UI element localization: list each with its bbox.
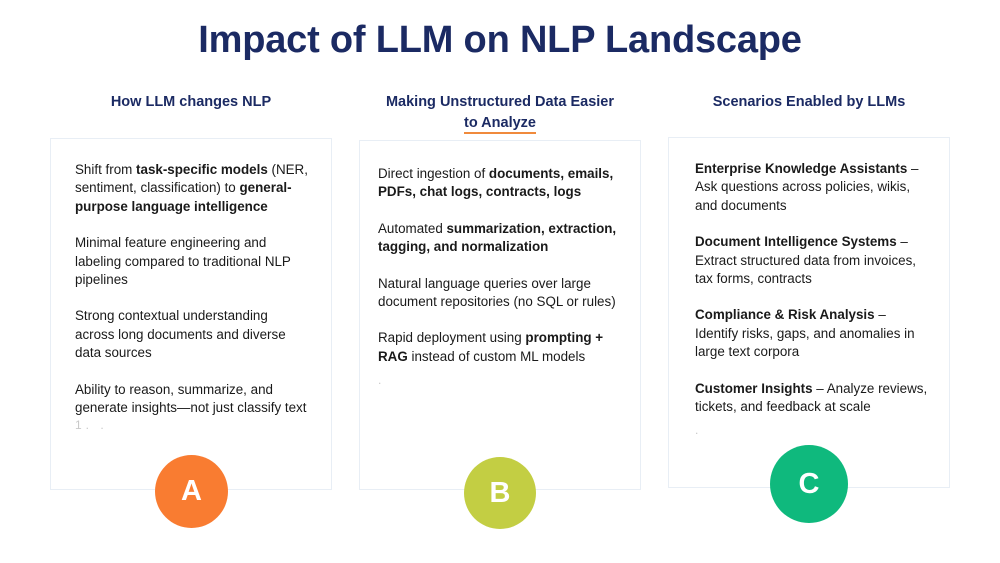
- bullet-paragraph: Ability to reason, summarize, and genera…: [75, 381, 307, 416]
- column-making-unstructured-data-easier-to-analyze: Making Unstructured Data Easier to Analy…: [350, 92, 650, 490]
- bullet-paragraph: Shift from task-specific models (NER, se…: [75, 162, 308, 214]
- page-title: Impact of LLM on NLP Landscape: [198, 19, 802, 61]
- bullet-paragraph: Natural language queries over large docu…: [378, 275, 616, 310]
- stray-list-marker-artifact: .: [695, 423, 699, 438]
- bullet-paragraph: Document Intelligence Systems – Extract …: [695, 234, 917, 287]
- column-heading-0: How LLM changes NLP: [110, 94, 272, 110]
- bullet-paragraph: Customer Insights – Analyze reviews, tic…: [695, 380, 928, 415]
- column-card-1: Direct ingestion of documents, emails, P…: [359, 140, 641, 490]
- stray-list-marker-artifact: 1. .: [75, 418, 108, 433]
- bullet-paragraph: Strong contextual understanding across l…: [75, 308, 286, 361]
- bullet-paragraph: Automated summarization, extraction, tag…: [378, 220, 617, 255]
- column-card-body-2: Enterprise Knowledge Assistants – Ask qu…: [669, 138, 949, 438]
- bullet-paragraph: Enterprise Knowledge Assistants – Ask qu…: [695, 161, 919, 213]
- bullet-paragraph: Minimal feature engineering and labeling…: [75, 235, 291, 288]
- bullet-paragraph: Direct ingestion of documents, emails, P…: [378, 166, 614, 200]
- column-how-llm-changes-nlp: How LLM changes NLP Shift from task-spec…: [41, 92, 341, 490]
- column-card-2: Enterprise Knowledge Assistants – Ask qu…: [668, 137, 950, 488]
- badge-circle-b: B: [464, 457, 536, 529]
- stray-list-marker-artifact: .: [378, 373, 382, 388]
- bullet-paragraph: Compliance & Risk Analysis – Identify ri…: [695, 307, 915, 360]
- column-card-body-0: Shift from task-specific models (NER, se…: [51, 139, 331, 433]
- column-card-body-1: Direct ingestion of documents, emails, P…: [360, 141, 640, 388]
- column-heading-2: Scenarios Enabled by LLMs: [712, 94, 906, 110]
- bullet-paragraph: Rapid deployment using prompting + RAG i…: [378, 330, 604, 364]
- badge-circle-a: A: [155, 455, 228, 528]
- column-card-0: Shift from task-specific models (NER, se…: [50, 138, 332, 490]
- columns-container: How LLM changes NLP Shift from task-spec…: [0, 92, 1000, 512]
- column-heading-line-1: Making Unstructured Data Easier: [385, 94, 615, 110]
- column-scenarios-enabled-by-llms: Scenarios Enabled by LLMs Enterprise Kno…: [659, 92, 959, 488]
- badge-circle-c: C: [770, 445, 848, 523]
- column-heading-1: Making Unstructured Data Easier to Analy…: [350, 92, 650, 134]
- column-heading-line-2-spellcheck: to Analyze: [464, 114, 536, 134]
